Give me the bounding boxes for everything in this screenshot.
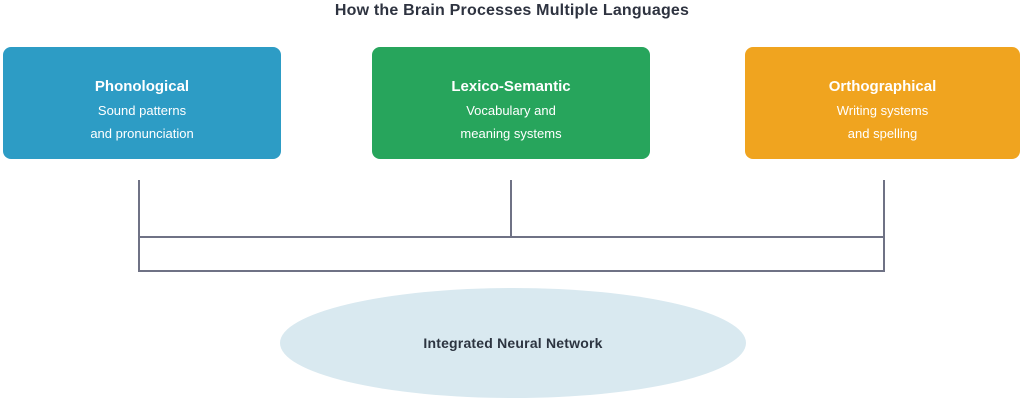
node-phonological-title: Phonological bbox=[94, 78, 190, 95]
connector-phonological-drop bbox=[138, 180, 140, 272]
connector-rail-lower bbox=[138, 270, 885, 272]
integration-label: Integrated Neural Network bbox=[423, 335, 603, 351]
node-lexico-semantic: Lexico-Semantic Vocabulary and meaning s… bbox=[372, 47, 650, 159]
node-phonological-line2: and pronunciation bbox=[90, 126, 194, 141]
node-orthographical: Orthographical Writing systems and spell… bbox=[745, 47, 1020, 159]
connector-rail-upper bbox=[138, 236, 885, 238]
node-lexico-semantic-line1: Vocabulary and bbox=[466, 103, 556, 118]
node-lexico-semantic-title: Lexico-Semantic bbox=[451, 78, 571, 95]
node-orthographical-line1: Writing systems bbox=[836, 103, 929, 118]
node-phonological: Phonological Sound patterns and pronunci… bbox=[3, 47, 281, 159]
node-integrated-neural-network: Integrated Neural Network bbox=[280, 288, 746, 398]
node-lexico-semantic-line2: meaning systems bbox=[460, 126, 562, 141]
node-orthographical-line2: and spelling bbox=[847, 126, 918, 141]
node-phonological-line1: Sound patterns bbox=[97, 103, 187, 118]
node-orthographical-title: Orthographical bbox=[828, 78, 937, 95]
diagram-title: How the Brain Processes Multiple Languag… bbox=[334, 2, 690, 19]
connector-orthographical-drop bbox=[883, 180, 885, 272]
connector-lexico-drop bbox=[510, 180, 512, 238]
